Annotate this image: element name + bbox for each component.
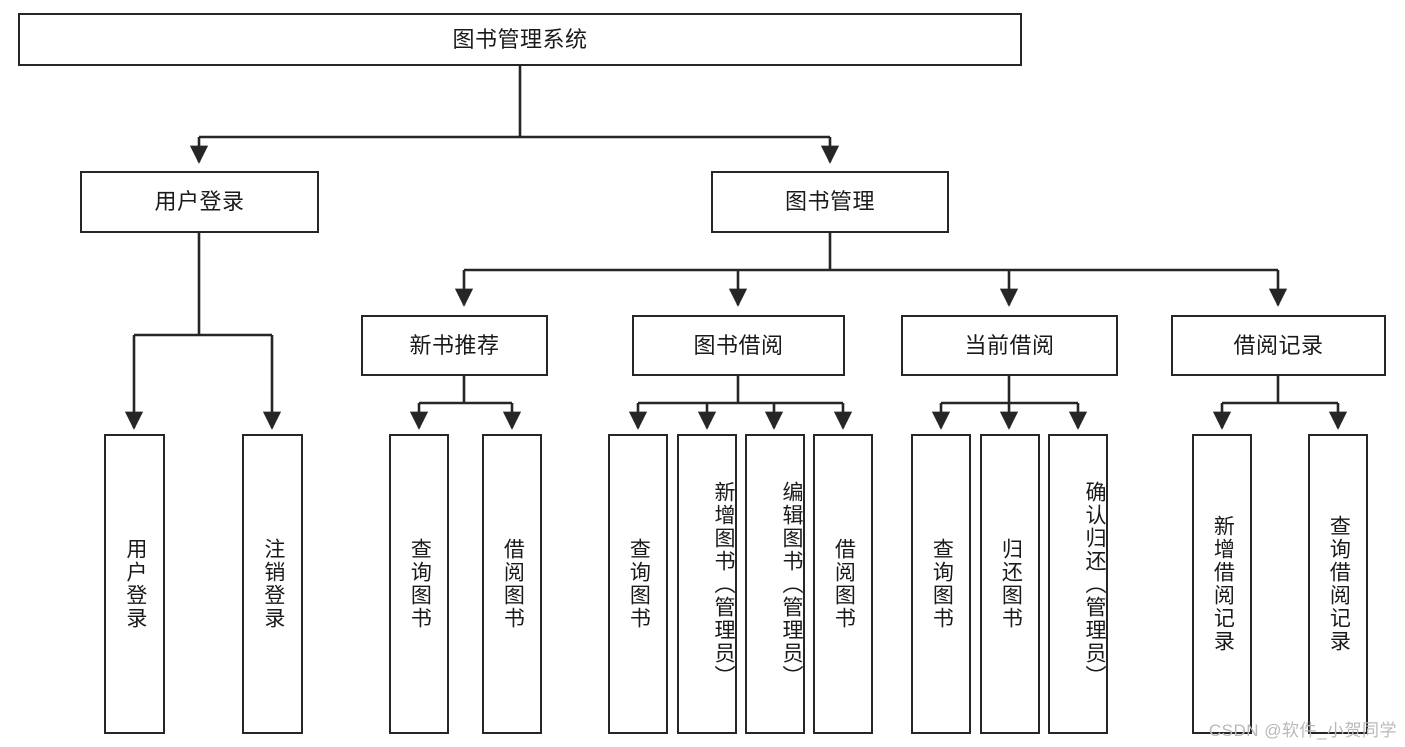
node-root-book-management-system[interactable]: 图书管理系统 bbox=[18, 13, 1022, 66]
node-borrow-record-label: 借阅记录 bbox=[1233, 332, 1324, 358]
node-current-borrow[interactable]: 当前借阅 bbox=[901, 315, 1118, 376]
leaf-current-borrow-query-book-label: 查询图书 bbox=[930, 538, 954, 630]
leaf-book-borrow-edit-book[interactable]: 编辑图书（管理员） bbox=[745, 434, 805, 734]
node-user-login-label: 用户登录 bbox=[154, 189, 245, 215]
leaf-new-book-borrow-book[interactable]: 借阅图书 bbox=[482, 434, 542, 734]
node-root-label: 图书管理系统 bbox=[452, 26, 588, 52]
node-book-borrow[interactable]: 图书借阅 bbox=[632, 315, 845, 376]
node-new-book-recommend[interactable]: 新书推荐 bbox=[361, 315, 548, 376]
leaf-user-login-login-label: 用户登录 bbox=[123, 538, 147, 630]
csdn-watermark: CSDN @软件_小贺同学 bbox=[1208, 721, 1397, 740]
leaf-book-borrow-edit-book-label: 编辑图书（管理员） bbox=[780, 480, 803, 688]
leaf-book-borrow-borrow-book[interactable]: 借阅图书 bbox=[813, 434, 873, 734]
node-book-borrow-label: 图书借阅 bbox=[693, 332, 784, 358]
leaf-book-borrow-borrow-book-label: 借阅图书 bbox=[832, 538, 856, 630]
leaf-book-borrow-add-book-label: 新增图书（管理员） bbox=[712, 480, 735, 688]
leaf-user-login-logout[interactable]: 注销登录 bbox=[242, 434, 303, 734]
node-book-management-label: 图书管理 bbox=[784, 189, 875, 215]
leaf-borrow-record-add-record[interactable]: 新增借阅记录 bbox=[1192, 434, 1252, 734]
node-book-management[interactable]: 图书管理 bbox=[711, 171, 949, 233]
leaf-user-login-login[interactable]: 用户登录 bbox=[104, 434, 165, 734]
node-new-book-recommend-label: 新书推荐 bbox=[409, 332, 500, 358]
leaf-user-login-logout-label: 注销登录 bbox=[261, 538, 285, 630]
leaf-current-borrow-return-book-label: 归还图书 bbox=[999, 538, 1023, 630]
node-current-borrow-label: 当前借阅 bbox=[964, 332, 1055, 358]
node-user-login[interactable]: 用户登录 bbox=[80, 171, 319, 233]
leaf-borrow-record-query-record-label: 查询借阅记录 bbox=[1327, 515, 1351, 653]
leaf-current-borrow-confirm-return-label: 确认归还（管理员） bbox=[1083, 480, 1106, 688]
leaf-current-borrow-query-book[interactable]: 查询图书 bbox=[911, 434, 971, 734]
leaf-new-book-query-book-label: 查询图书 bbox=[408, 538, 432, 630]
leaf-new-book-borrow-book-label: 借阅图书 bbox=[501, 538, 525, 630]
leaf-borrow-record-query-record[interactable]: 查询借阅记录 bbox=[1308, 434, 1368, 734]
leaf-current-borrow-confirm-return[interactable]: 确认归还（管理员） bbox=[1048, 434, 1108, 734]
leaf-book-borrow-query-book[interactable]: 查询图书 bbox=[608, 434, 668, 734]
leaf-book-borrow-query-book-label: 查询图书 bbox=[627, 538, 651, 630]
leaf-new-book-query-book[interactable]: 查询图书 bbox=[389, 434, 449, 734]
leaf-current-borrow-return-book[interactable]: 归还图书 bbox=[980, 434, 1040, 734]
leaf-borrow-record-add-record-label: 新增借阅记录 bbox=[1211, 515, 1235, 653]
leaf-book-borrow-add-book[interactable]: 新增图书（管理员） bbox=[677, 434, 737, 734]
node-borrow-record[interactable]: 借阅记录 bbox=[1171, 315, 1386, 376]
